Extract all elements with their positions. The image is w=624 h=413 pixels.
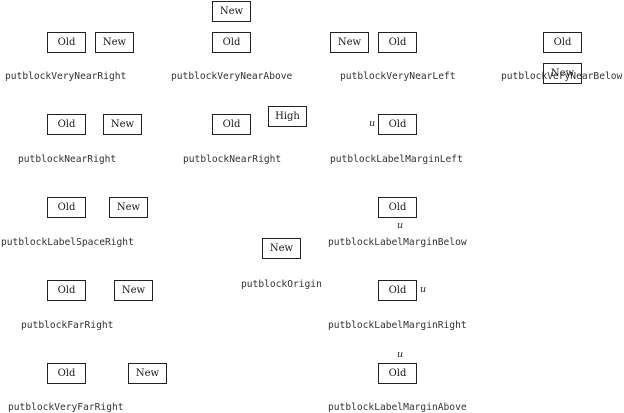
new-block: New [95,32,134,53]
old-block: Old [378,363,417,384]
old-block: Old [378,32,417,53]
old-block: Old [47,32,86,53]
caption-label-space-right: putblockLabelSpaceRight [1,237,134,248]
caption-near-right-high: putblockNearRight [183,154,282,165]
caption-very-near-left: putblockVeryNearLeft [340,71,456,82]
new-block: New [543,63,582,84]
caption-label-margin-left: putblockLabelMarginLeft [330,154,463,165]
label-u: u [397,349,404,360]
label-u: u [369,118,376,129]
caption-near-right: putblockNearRight [18,154,117,165]
new-block: New [128,363,167,384]
caption-very-near-above: putblockVeryNearAbove [171,71,293,82]
label-u: u [397,220,404,231]
old-block: Old [47,114,86,135]
high-block: High [268,106,307,127]
old-block: Old [212,32,251,53]
caption-far-right: putblockFarRight [21,320,114,331]
new-block: New [114,280,153,301]
old-block: Old [47,363,86,384]
caption-label-margin-below: putblockLabelMarginBelow [328,237,467,248]
new-block: New [103,114,142,135]
new-block: New [109,197,148,218]
old-block: Old [378,114,417,135]
caption-very-near-below: putblockVeryNearBelow [501,71,623,82]
label-u: u [420,284,427,295]
caption-origin: putblockOrigin [241,279,322,290]
old-block: Old [47,197,86,218]
old-block: Old [543,32,582,53]
new-block: New [262,238,301,259]
caption-very-far-right: putblockVeryFarRight [8,402,124,413]
old-block: Old [47,280,86,301]
caption-very-near-right: putblockVeryNearRight [5,71,127,82]
new-block: New [330,32,369,53]
caption-label-margin-above: putblockLabelMarginAbove [328,402,467,413]
caption-label-margin-right: putblockLabelMarginRight [328,320,467,331]
old-block: Old [212,114,251,135]
old-block: Old [378,197,417,218]
new-block: New [212,1,251,22]
old-block: Old [378,280,417,301]
